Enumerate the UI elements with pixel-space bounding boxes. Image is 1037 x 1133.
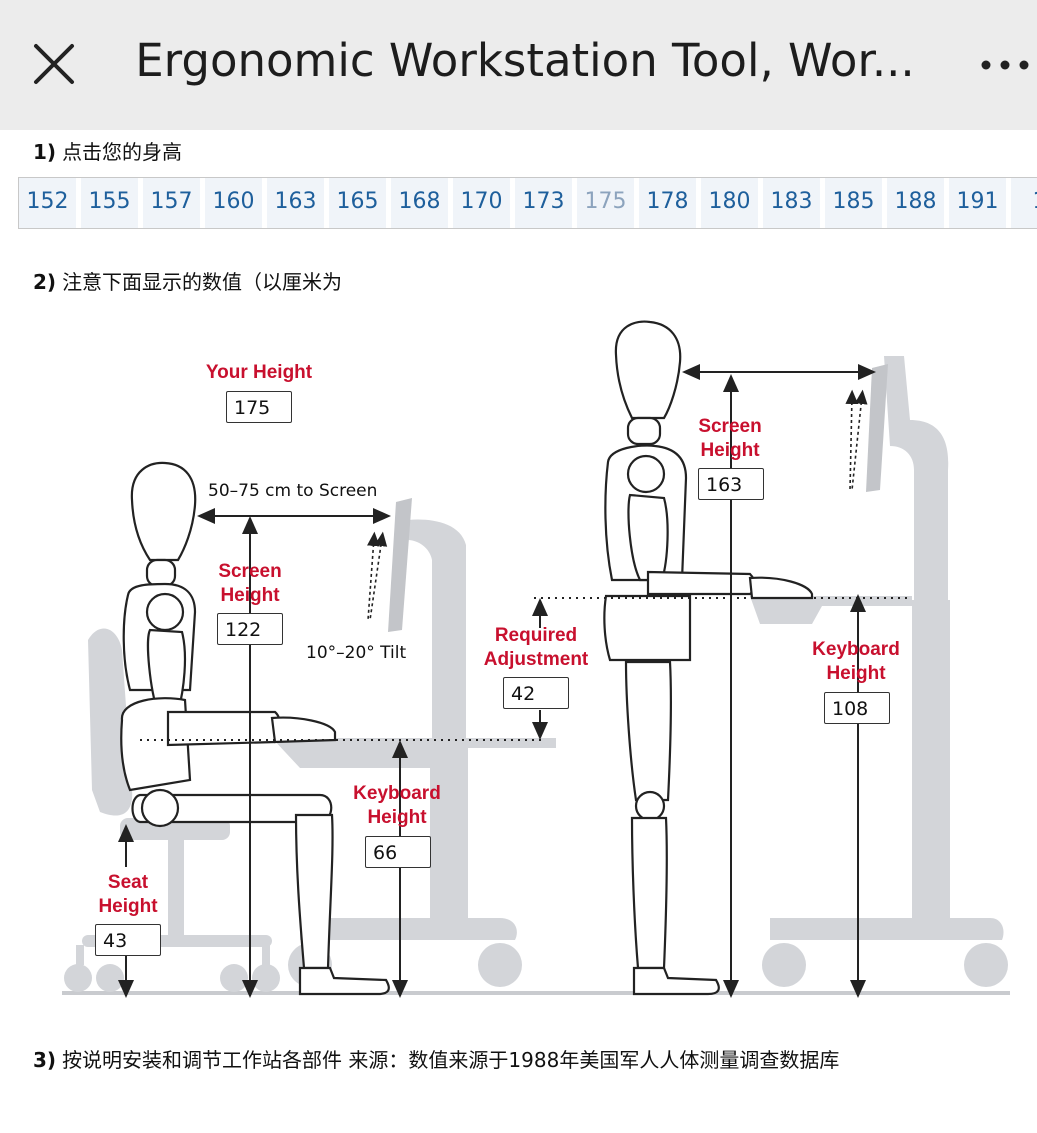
your-height-label: Your Height bbox=[205, 362, 313, 383]
seat-label-line1: Seat bbox=[107, 872, 149, 893]
standing-screen-label-line1: Screen bbox=[698, 416, 762, 437]
adjust-label-line2: Adjustment bbox=[483, 649, 589, 670]
standing-workstation-silhouette bbox=[750, 356, 1008, 987]
height-option[interactable]: 178 bbox=[639, 178, 696, 228]
step-2: 2)注意下面显示的数值（以厘米为 bbox=[33, 266, 342, 295]
height-option[interactable]: 170 bbox=[453, 178, 510, 228]
step-2-number: 2) bbox=[33, 270, 57, 294]
step-1-number: 1) bbox=[33, 140, 57, 164]
standing-keyboard-height-label: Keyboard Height bbox=[803, 638, 909, 686]
sitting-screen-label-line1: Screen bbox=[218, 561, 282, 582]
sitting-keyboard-label-line2: Height bbox=[367, 807, 427, 828]
height-option[interactable]: 155 bbox=[81, 178, 138, 228]
seat-label-line2: Height bbox=[98, 896, 158, 917]
height-option[interactable]: 183 bbox=[763, 178, 820, 228]
adjust-label-line1: Required bbox=[494, 625, 578, 646]
standing-keyboard-label-line1: Keyboard bbox=[812, 639, 900, 660]
height-option[interactable]: 191 bbox=[949, 178, 1006, 228]
height-option[interactable]: 185 bbox=[825, 178, 882, 228]
step-3: 3)按说明安装和调节工作站各部件 来源：数值来源于1988年美国军人人体测量调查… bbox=[33, 1044, 839, 1073]
step-3-text: 按说明安装和调节工作站各部件 来源：数值来源于1988年美国军人人体测量调查数据… bbox=[62, 1048, 840, 1072]
height-option[interactable]: 168 bbox=[391, 178, 448, 228]
reference-lines bbox=[140, 597, 910, 741]
height-option[interactable]: 165 bbox=[329, 178, 386, 228]
top-bar: Ergonomic Workstation Tool, Wor... bbox=[0, 0, 1037, 130]
height-option[interactable]: 180 bbox=[701, 178, 758, 228]
your-height-value: 175 bbox=[226, 391, 292, 423]
height-option[interactable]: 152 bbox=[19, 178, 76, 228]
sitting-keyboard-label-line1: Keyboard bbox=[353, 783, 441, 804]
required-adjustment-value: 42 bbox=[503, 677, 569, 709]
sitting-keyboard-height-label: Keyboard Height bbox=[344, 782, 450, 830]
ergonomic-diagram: Your Height 175 50–75 cm to Screen 10°–2… bbox=[0, 300, 1037, 1010]
close-button[interactable] bbox=[30, 40, 78, 88]
height-option[interactable]: 157 bbox=[143, 178, 200, 228]
height-option[interactable]: 173 bbox=[515, 178, 572, 228]
standing-keyboard-height-value: 108 bbox=[824, 692, 890, 724]
standing-screen-height-value: 163 bbox=[698, 468, 764, 500]
more-button[interactable] bbox=[978, 52, 1032, 78]
standing-figure bbox=[603, 320, 814, 996]
sitting-keyboard-height-value: 66 bbox=[365, 836, 431, 868]
step-3-number: 3) bbox=[33, 1048, 57, 1072]
standing-screen-label-line2: Height bbox=[700, 440, 760, 461]
seat-height-label: Seat Height bbox=[82, 871, 174, 919]
diagram-illustration bbox=[62, 320, 1010, 998]
height-option[interactable]: 175 bbox=[577, 178, 634, 228]
height-option[interactable]: 1 bbox=[1011, 178, 1037, 228]
page-title: Ergonomic Workstation Tool, Wor... bbox=[135, 34, 915, 87]
standing-keyboard-label-line2: Height bbox=[826, 663, 886, 684]
height-option[interactable]: 188 bbox=[887, 178, 944, 228]
distance-note: 50–75 cm to Screen bbox=[208, 481, 378, 501]
height-option[interactable]: 160 bbox=[205, 178, 262, 228]
step-1: 1)点击您的身高 bbox=[33, 136, 182, 165]
sitting-screen-height-value: 122 bbox=[217, 613, 283, 645]
dimension-arrows bbox=[118, 364, 876, 998]
close-icon bbox=[34, 44, 74, 84]
sitting-figure bbox=[120, 461, 390, 996]
step-2-text: 注意下面显示的数值（以厘米为 bbox=[62, 270, 343, 294]
chair-silhouette bbox=[64, 628, 280, 992]
standing-screen-height-label: Screen Height bbox=[680, 415, 780, 463]
seat-height-value: 43 bbox=[95, 924, 161, 956]
tilt-indicator bbox=[367, 389, 868, 621]
required-adjustment-label: Required Adjustment bbox=[474, 624, 598, 672]
step-1-text: 点击您的身高 bbox=[62, 140, 183, 164]
more-horizontal-icon bbox=[981, 60, 1029, 70]
tilt-note: 10°–20° Tilt bbox=[306, 643, 407, 663]
sitting-screen-label-line2: Height bbox=[220, 585, 280, 606]
sitting-screen-height-label: Screen Height bbox=[200, 560, 300, 608]
height-option[interactable]: 163 bbox=[267, 178, 324, 228]
